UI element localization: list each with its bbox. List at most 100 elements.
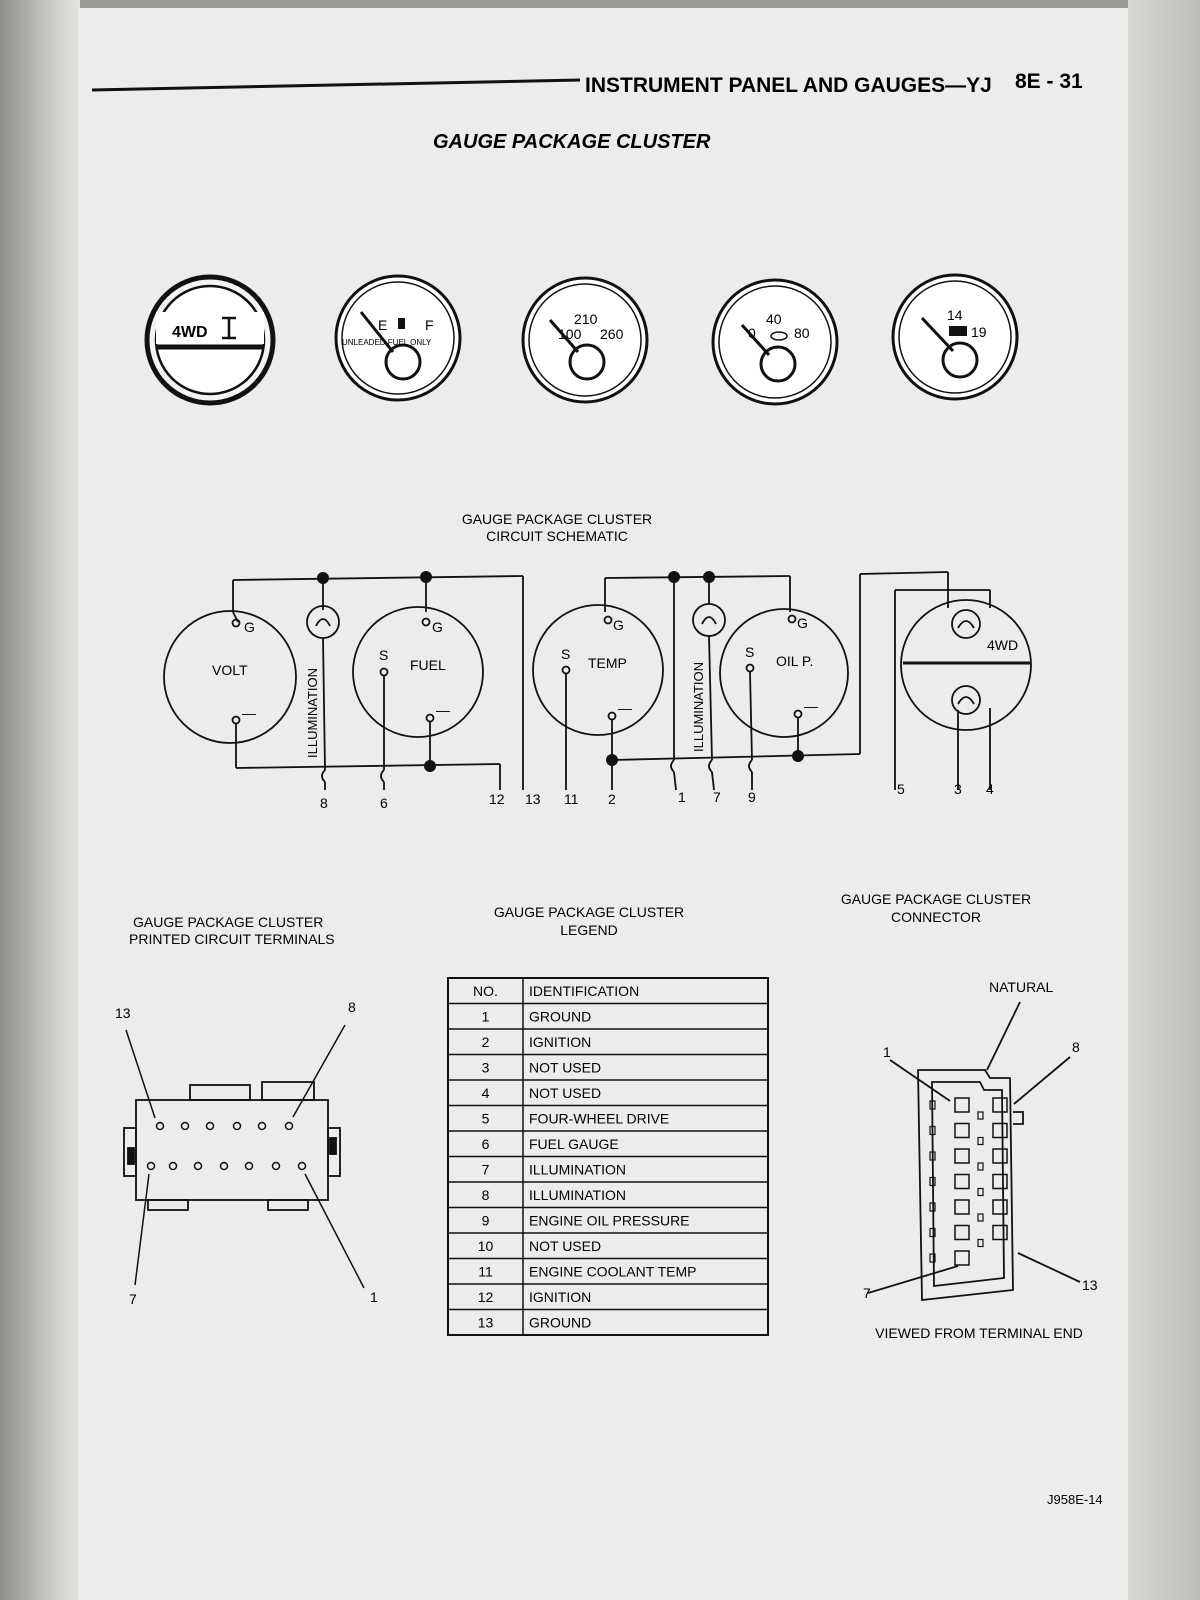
page-number: 8E - 31 — [1015, 70, 1083, 93]
volt-needle — [920, 316, 955, 353]
legend-row-no: 2 — [482, 1034, 490, 1050]
legend-row-id: ENGINE OIL PRESSURE — [529, 1213, 690, 1229]
connector-mid-slot — [977, 1111, 984, 1120]
gauge-4wd-indicator: 4WD — [144, 274, 276, 406]
connector-latch-slot — [929, 1100, 936, 1110]
pcb-title-1: GAUGE PACKAGE CLUSTER — [133, 914, 323, 930]
pcb-callout-1: 1 — [370, 1289, 378, 1305]
fuel-e-label: E — [378, 317, 387, 333]
pcb-callout-8: 8 — [348, 999, 356, 1015]
oil-needle — [740, 323, 771, 357]
legend-title-2: LEGEND — [560, 922, 618, 938]
fuel-label: FUEL — [410, 657, 446, 673]
oil-g-label: G — [797, 615, 808, 631]
connector-cavity-left — [954, 1097, 970, 1113]
connector-cavity-left — [954, 1122, 970, 1139]
circuit-schematic — [163, 571, 1032, 791]
legend-row-id: GROUND — [529, 1009, 591, 1025]
temp-mid-label: 210 — [574, 311, 598, 327]
connector-cavity-right — [992, 1224, 1008, 1241]
temp-low-label: 100 — [558, 326, 582, 342]
volt-g-label: G — [244, 619, 255, 635]
gauge-volt: 14 19 — [891, 273, 1019, 401]
axle-icon — [222, 316, 236, 340]
legend-row-id: NOT USED — [529, 1238, 601, 1254]
connector-mid-slot — [977, 1136, 984, 1146]
page-edge — [1128, 0, 1200, 1600]
pcb-title-2: PRINTED CIRCUIT TERMINALS — [129, 931, 335, 947]
schematic-title-1: GAUGE PACKAGE CLUSTER — [462, 511, 652, 527]
connector-cavity-left — [954, 1148, 970, 1164]
connector-mid-slot — [977, 1162, 984, 1171]
temp-label: TEMP — [588, 655, 627, 671]
legend-row-no: 6 — [482, 1136, 490, 1152]
gauge-oil: 40 0 80 — [711, 278, 839, 406]
connector-callout-8: 8 — [1072, 1039, 1080, 1055]
legend-header-id: IDENTIFICATION — [529, 983, 639, 999]
connector-callout-13: 13 — [1082, 1277, 1098, 1293]
schematic-terminal-numbers: 8 6 12 13 11 2 1 7 9 5 3 4 — [320, 781, 994, 811]
connector-mid-slot — [977, 1187, 984, 1197]
schematic-labels: VOLT FUEL TEMP OIL P. 4WD G G G G S S S … — [212, 615, 1018, 758]
pcb-callouts — [125, 1024, 365, 1289]
gauge-fuel: E F UNLEADED FUEL ONLY — [334, 274, 462, 402]
temp-s-label: S — [561, 646, 570, 662]
connector-callout-7: 7 — [863, 1285, 871, 1301]
terminal-label-4: 4 — [986, 781, 994, 797]
legend-row-no: 4 — [482, 1085, 490, 1101]
oil-can-icon — [770, 331, 788, 341]
legend-row-no: 11 — [478, 1264, 493, 1280]
pcb-callout-13: 13 — [115, 1005, 131, 1021]
temp-needle — [548, 319, 580, 353]
fuel-pump-icon — [398, 318, 405, 329]
oil-label: OIL P. — [776, 653, 813, 669]
printed-circuit-terminals — [123, 1081, 341, 1211]
connector-body — [867, 1001, 1081, 1302]
fuel-g-label: G — [432, 619, 443, 635]
fourwd-schematic-label: 4WD — [987, 637, 1018, 653]
legend-row-no: 7 — [482, 1162, 490, 1178]
fuel-f-label: F — [425, 317, 434, 333]
connector-cavity-right — [992, 1122, 1008, 1139]
legend-row-id: FOUR-WHEEL DRIVE — [529, 1111, 669, 1127]
connector-mid-slot — [977, 1238, 984, 1248]
connector-natural-label: NATURAL — [989, 979, 1054, 995]
connector-latch-slot — [929, 1125, 936, 1136]
connector-latch-slot — [929, 1202, 936, 1212]
temp-minus-label: — — [618, 700, 632, 716]
terminal-label-9: 9 — [748, 789, 756, 805]
figure-title: GAUGE PACKAGE CLUSTER — [433, 131, 711, 153]
legend-header-no: NO. — [473, 983, 498, 999]
fuel-minus-label: — — [436, 702, 450, 718]
page-header: INSTRUMENT PANEL AND GAUGES—YJ 8E - 31 — [91, 70, 1083, 97]
schematic-title-2: CIRCUIT SCHEMATIC — [486, 528, 628, 544]
volt-minus-label: — — [242, 705, 256, 721]
legend-row-id: IGNITION — [529, 1289, 591, 1305]
legend-row-id: GROUND — [529, 1315, 591, 1331]
battery-icon — [949, 326, 967, 336]
schematic-junctions — [317, 571, 804, 772]
connector-cavity-right — [992, 1148, 1008, 1164]
volt-mid-label: 14 — [947, 307, 963, 323]
header-rule — [91, 78, 581, 92]
oil-high-label: 80 — [794, 325, 810, 341]
legend-row-id: IGNITION — [529, 1034, 591, 1050]
temp-g-label: G — [613, 617, 624, 633]
connector-cavity-right — [992, 1199, 1008, 1215]
connector-cavity-right — [992, 1173, 1008, 1190]
connector-cavity-left — [954, 1173, 970, 1190]
legend-row-no: 10 — [478, 1238, 494, 1254]
legend-row-id: ENGINE COOLANT TEMP — [529, 1264, 697, 1280]
illumination-label-left: ILLUMINATION — [305, 668, 320, 758]
legend-row-id: NOT USED — [529, 1060, 601, 1076]
terminal-label-1: 1 — [678, 789, 686, 805]
oil-minus-label: — — [804, 698, 818, 714]
temp-high-label: 260 — [600, 326, 624, 342]
legend-row-no: 5 — [482, 1111, 490, 1127]
legend-row-no: 12 — [478, 1289, 494, 1305]
legend-row-no: 9 — [482, 1213, 490, 1229]
book-spine-shadow — [0, 0, 80, 1600]
terminal-label-13: 13 — [525, 791, 541, 807]
connector-cavity-left — [954, 1224, 970, 1241]
terminal-label-7: 7 — [713, 789, 721, 805]
